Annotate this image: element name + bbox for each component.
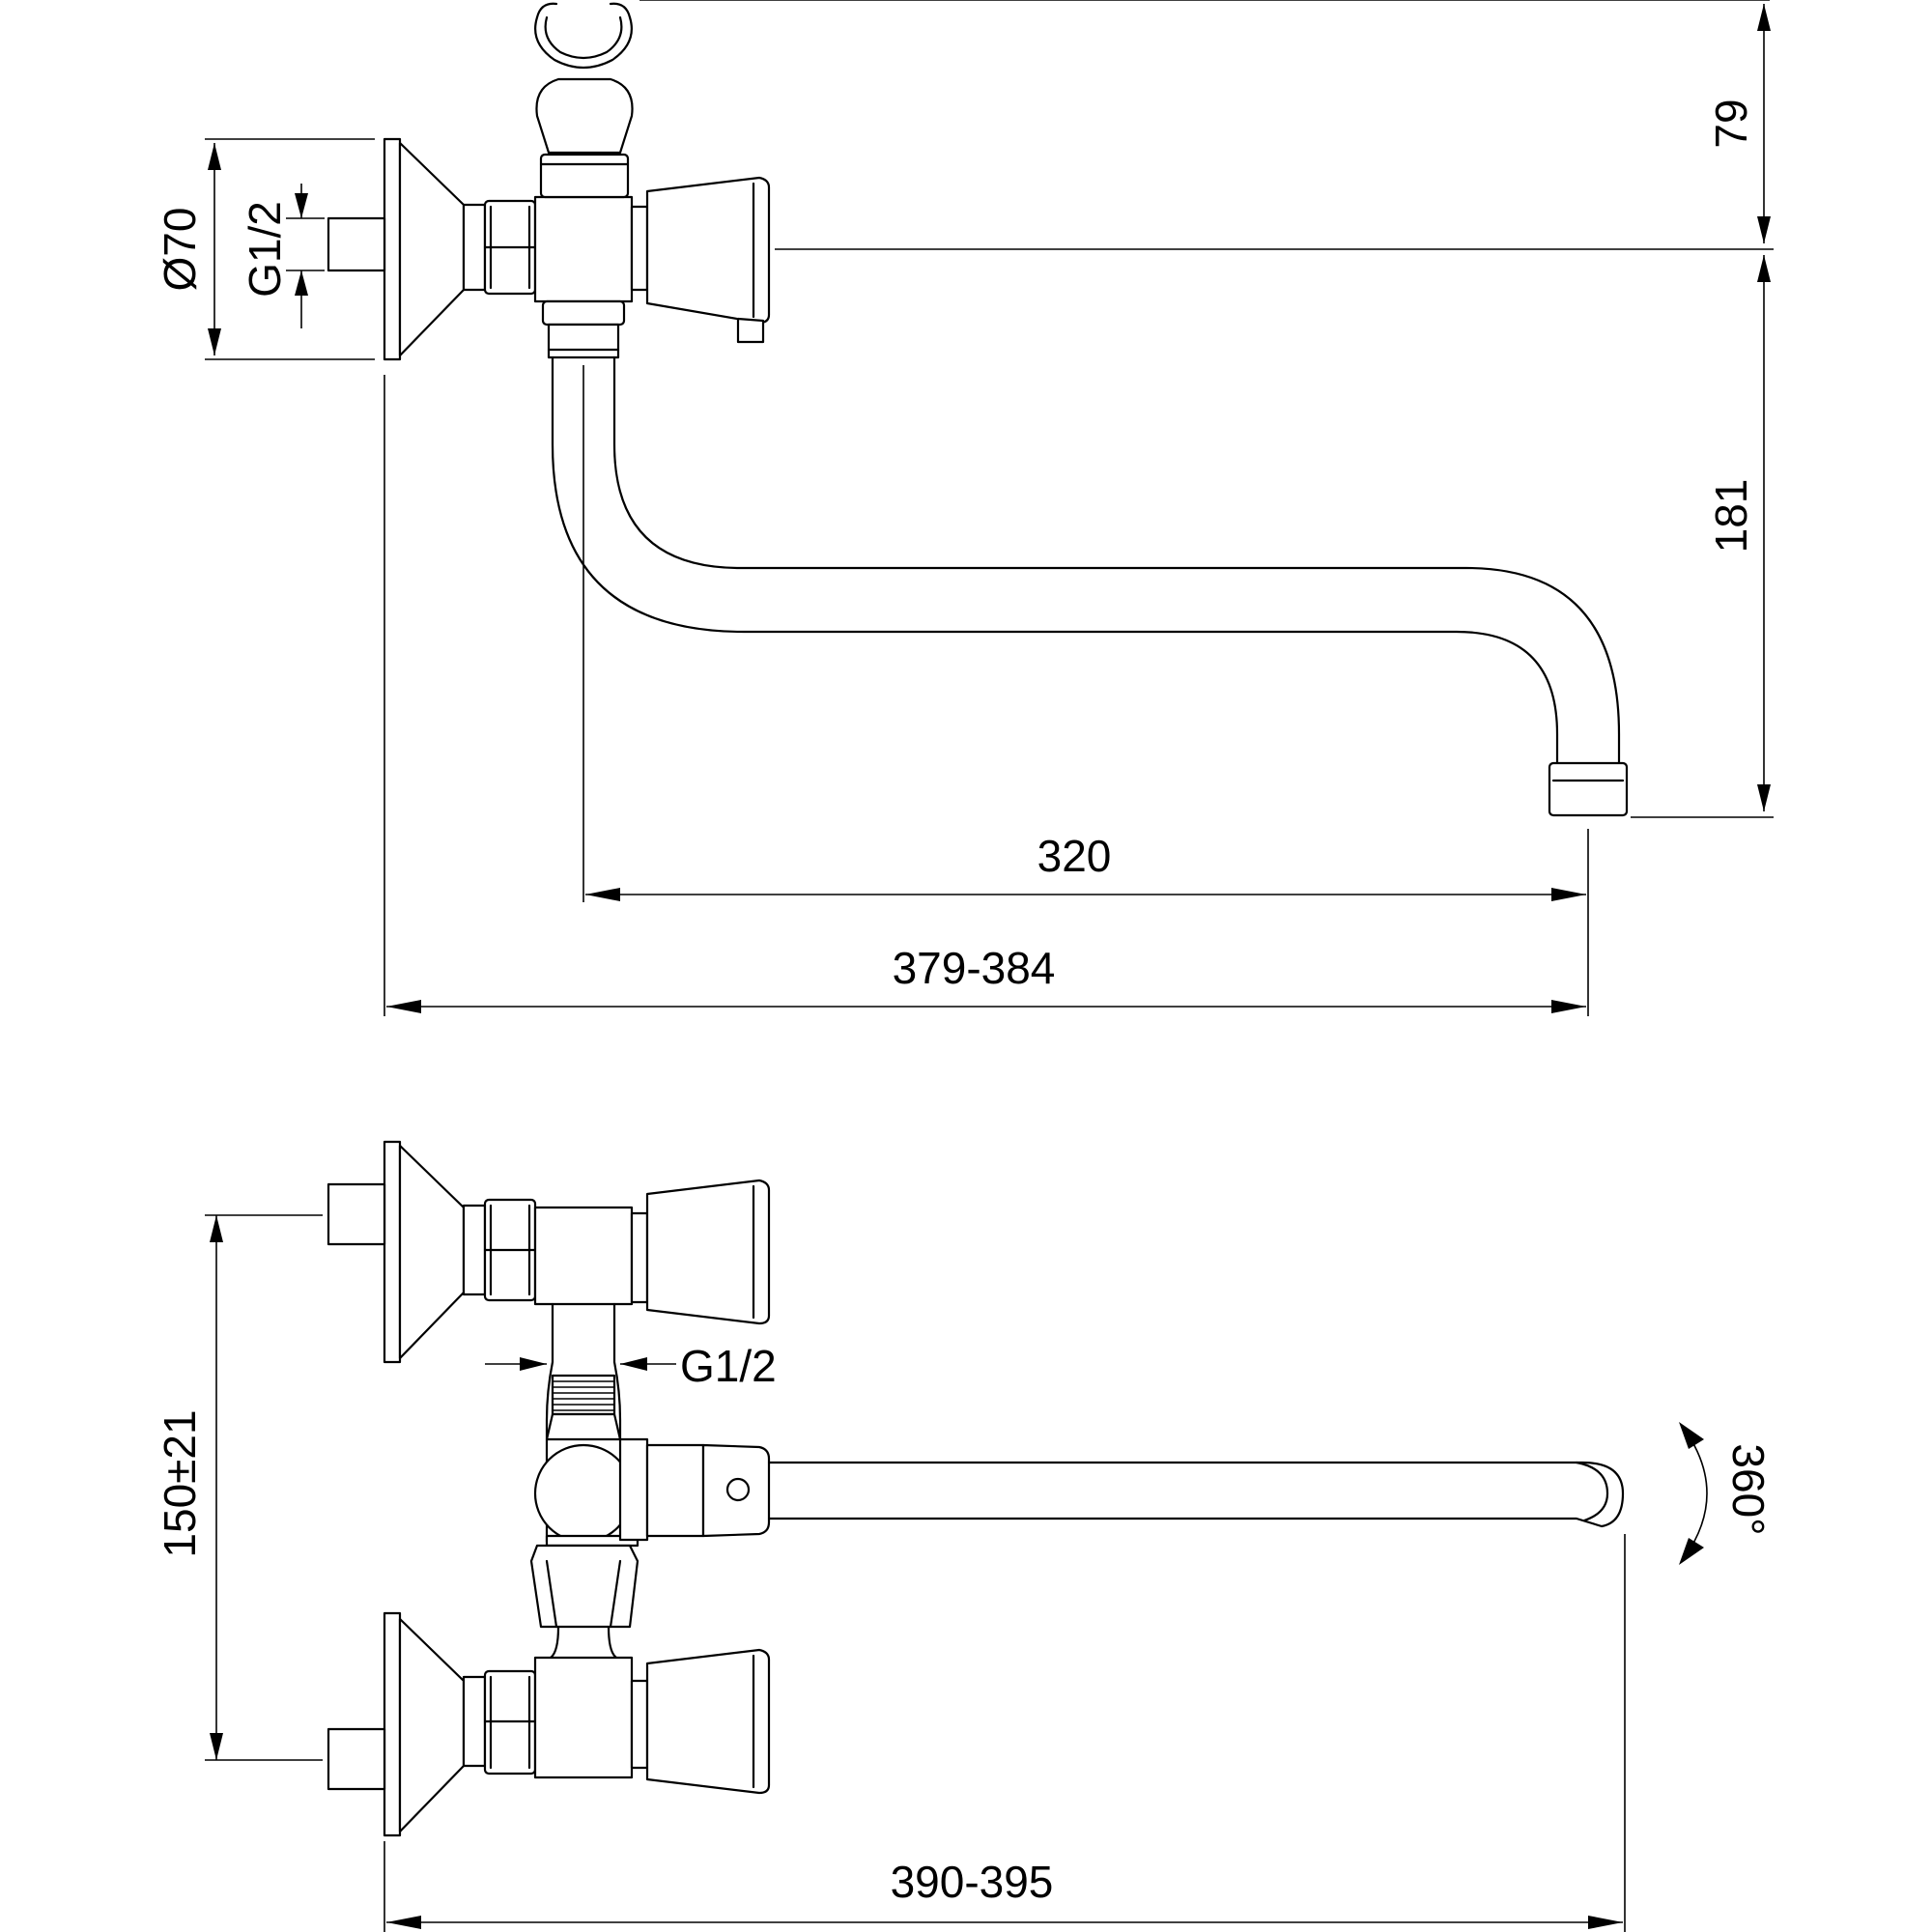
dimension-390-395: 390-395 — [386, 1857, 1623, 1929]
dimension-diameter-70: Ø70 — [155, 143, 221, 355]
bottom-view: 150±21 G1/2 360° 390-395 — [155, 1140, 1774, 1932]
dimension-label-379-384: 379-384 — [893, 943, 1056, 993]
s-spout — [551, 355, 1629, 817]
dimension-181: 181 — [1706, 255, 1771, 811]
dimension-label-390-395: 390-395 — [891, 1857, 1054, 1907]
straight-spout — [767, 1461, 1625, 1528]
dimension-379-384: 379-384 — [386, 943, 1586, 1013]
dimension-rotation-360: 360° — [1679, 1422, 1774, 1565]
dimension-label-320: 320 — [1037, 831, 1112, 881]
shower-holder — [534, 2, 634, 199]
wall-rosette — [327, 137, 466, 361]
lower-inlet-assembly — [327, 1544, 771, 1837]
hex-nut — [462, 199, 537, 296]
dimension-thread-bottom: G1/2 — [485, 1341, 777, 1391]
dimension-79: 79 — [1706, 4, 1771, 243]
central-body — [533, 1302, 771, 1548]
dimension-320: 320 — [585, 831, 1586, 901]
dimension-label-150-21: 150±21 — [155, 1409, 205, 1557]
dimension-label-360: 360° — [1723, 1443, 1774, 1535]
thread-hatching — [553, 1380, 614, 1411]
dimension-label-181: 181 — [1706, 479, 1756, 554]
dimension-label-thread-top: G1/2 — [240, 201, 290, 298]
bottom-extension-lines — [205, 1214, 1626, 1932]
top-extension-lines — [205, 0, 1774, 1016]
dimension-label-diameter-70: Ø70 — [155, 208, 205, 292]
valve-handle — [630, 176, 771, 344]
dimension-label-thread-bottom: G1/2 — [680, 1341, 777, 1391]
dimension-thread-top: G1/2 — [240, 184, 308, 328]
upper-inlet-assembly — [327, 1140, 771, 1364]
dimension-150-21: 150±21 — [155, 1215, 223, 1760]
dimension-label-79: 79 — [1706, 99, 1756, 148]
top-view: 79 181 320 379-384 Ø70 — [155, 0, 1774, 1016]
valve-body — [533, 195, 634, 359]
